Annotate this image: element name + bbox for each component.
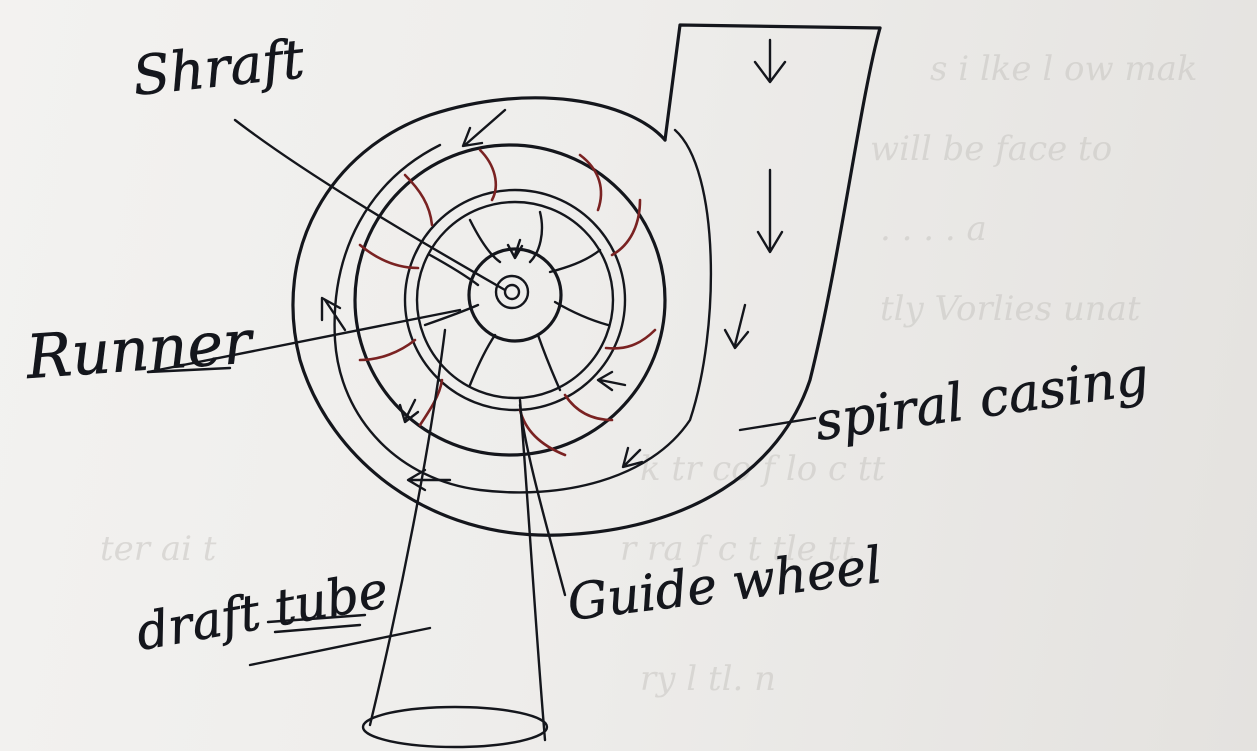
svg-text:ry l tl. n: ry l tl. n bbox=[640, 659, 776, 699]
draft-tube-outlet bbox=[363, 707, 547, 747]
runner-blades bbox=[425, 212, 608, 390]
svg-text:. . . . a: . . . . a bbox=[880, 209, 987, 249]
label-runner: Runner bbox=[23, 307, 257, 393]
shaft-circle bbox=[496, 276, 528, 308]
svg-text:tly Vorlies unat: tly Vorlies unat bbox=[880, 289, 1141, 329]
svg-text:ter ai t: ter ai t bbox=[100, 529, 217, 569]
svg-text:will be face to: will be face to bbox=[870, 129, 1112, 169]
inlet-pipe bbox=[665, 25, 880, 140]
label-draft-tube: draft tube bbox=[132, 561, 392, 662]
svg-text:s i lke l ow mak: s i lke l ow mak bbox=[930, 49, 1198, 89]
label-spiral-casing: spiral casing bbox=[811, 347, 1152, 453]
flow-arrows bbox=[322, 40, 785, 490]
runner-ring bbox=[417, 202, 613, 398]
label-shaft: Shraft bbox=[130, 27, 307, 108]
draft-tube-left-wall bbox=[370, 330, 445, 725]
spiral-casing-leader-line bbox=[740, 418, 815, 430]
shaft-centre bbox=[505, 285, 519, 299]
runner-hub bbox=[469, 249, 561, 341]
